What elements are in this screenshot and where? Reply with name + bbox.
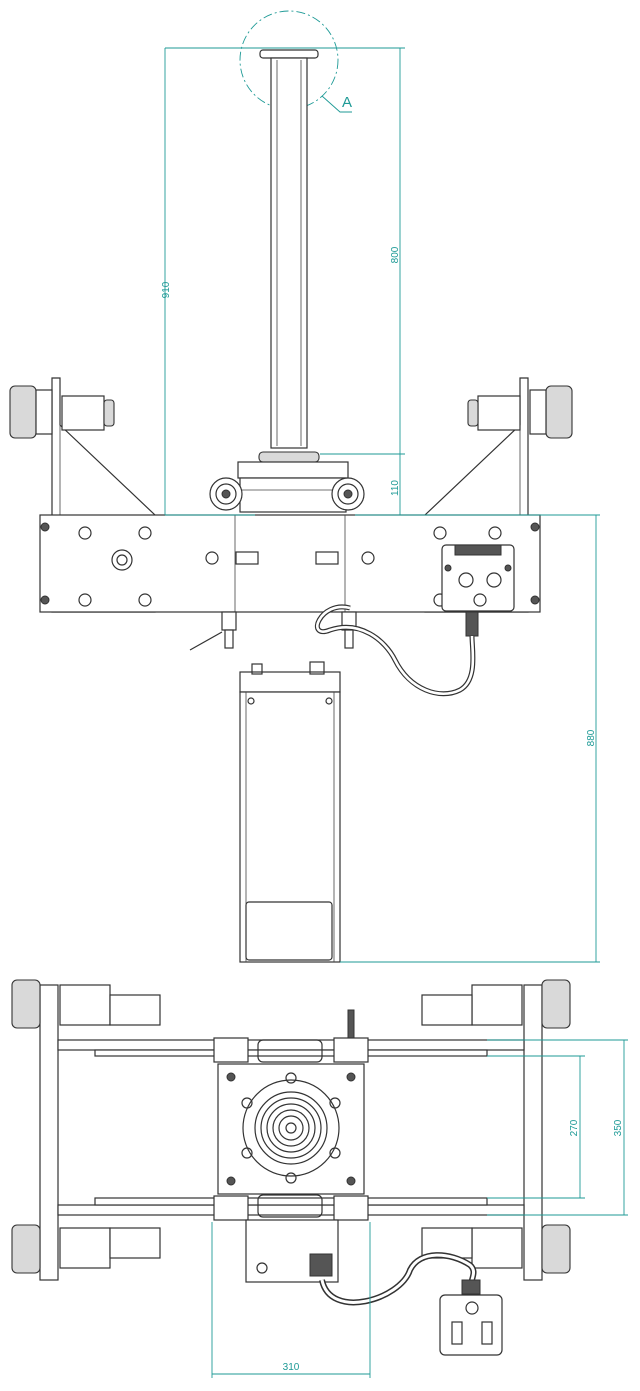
dimension-800: 800 [390,246,401,263]
dimension-110: 110 [390,480,401,496]
saddle-square [217,1063,365,1195]
crossbar-bottom [57,1204,525,1216]
dimension-lines [164,47,600,963]
dimension-880: 880 [586,729,597,746]
detail-leader [321,95,352,113]
top-rollers [11,979,571,1274]
saddle-holes [241,1072,341,1184]
saddle-plate [258,451,320,463]
dimension-350: 350 [613,1119,624,1136]
handle-bottom [257,1194,323,1218]
saddle-block [239,477,347,513]
frame-right [523,984,543,1281]
crossbar-top [57,1039,525,1051]
valve-top [439,1294,503,1356]
right-roller [545,385,573,439]
cylinder-body [239,691,341,963]
valve-outlet [465,611,479,637]
front-view: A [9,10,600,963]
base-plate [245,901,333,961]
fitting-left [221,611,237,631]
rod-cap [259,49,319,59]
pump-head [239,671,341,693]
crossbeam-holes [40,522,540,607]
dimension-910: 910 [161,281,172,298]
left-roller [9,385,37,439]
dimension-lines-top [211,1039,628,1378]
hydraulic-hose [314,604,476,697]
top-view: 270 350 310 [11,979,628,1378]
piston-rod [270,57,308,449]
release-lever [189,631,223,651]
handle-top [257,1039,323,1063]
saddle-head [237,461,349,479]
detail-label: A [342,94,352,111]
dimension-310: 310 [283,1362,300,1373]
frame-left [39,984,59,1281]
dimension-270: 270 [569,1119,580,1136]
